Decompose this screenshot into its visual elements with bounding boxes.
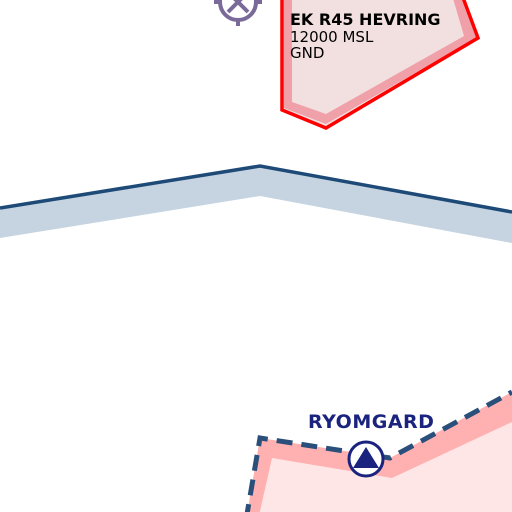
restricted-area-band xyxy=(284,0,476,124)
restricted-area[interactable]: EK R45 HEVRING 12000 MSL GND xyxy=(280,0,481,130)
controlled-zone-border xyxy=(0,164,512,214)
compass-rose-icon xyxy=(214,0,262,26)
restricted-area-lower-limit: GND xyxy=(290,44,324,62)
restricted-area-name: EK R45 HEVRING xyxy=(290,10,441,29)
airfield-name: RYOMGARD xyxy=(308,411,434,433)
controlled-zone-band xyxy=(0,166,512,243)
controlled-zone-boundary xyxy=(0,164,512,243)
lower-airspace-area[interactable] xyxy=(244,389,512,512)
restricted-area-fill xyxy=(282,0,478,126)
lower-airspace-fill xyxy=(247,392,512,512)
restricted-area-border xyxy=(280,0,481,130)
restricted-area-upper-limit: 12000 MSL xyxy=(290,28,374,46)
triangle-in-circle-icon xyxy=(347,440,385,478)
lower-airspace-band xyxy=(247,392,512,512)
airfield[interactable]: RYOMGARD xyxy=(308,411,434,478)
lower-airspace-border xyxy=(244,389,512,512)
